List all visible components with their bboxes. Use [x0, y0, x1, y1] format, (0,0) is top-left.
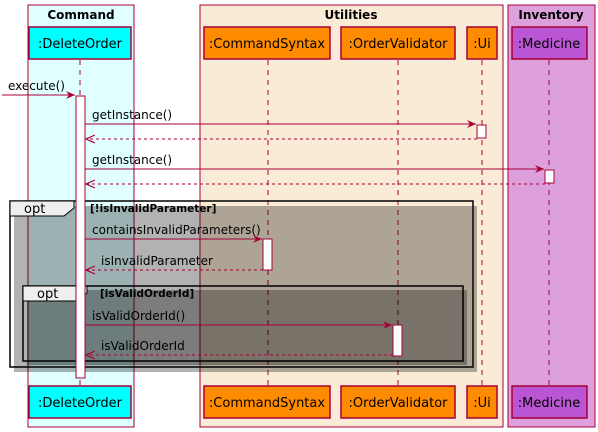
participant-ordervalidator-footer: :OrderValidator: [340, 385, 456, 419]
opt-guard: [isValidOrderId]: [100, 288, 194, 300]
participant-ordervalidator: :OrderValidator: [340, 26, 456, 60]
participant-commandsyntax-footer: :CommandSyntax: [203, 385, 331, 419]
message-label: getInstance(): [92, 108, 172, 122]
message-label: isValidOrderId(): [92, 309, 185, 323]
message-return-isvalidorderid: isValidOrderId: [86, 339, 393, 355]
opt-operator: opt: [24, 202, 45, 217]
activation-medicine: [544, 169, 555, 184]
participant-label: :CommandSyntax: [209, 396, 325, 411]
participant-deleteorder-footer: :DeleteOrder: [28, 385, 132, 419]
message-label: containsInvalidParameters(): [92, 223, 261, 237]
message-return-isinvalidparameter: isInvalidParameter: [86, 254, 263, 270]
participant-medicine-footer: :Medicine: [511, 385, 588, 419]
participants-bottom: :DeleteOrder :CommandSyntax :OrderValida…: [28, 385, 588, 419]
box-inventory: Inventory: [507, 4, 596, 428]
participant-commandsyntax: :CommandSyntax: [203, 26, 331, 60]
message-label: isValidOrderId: [101, 339, 185, 353]
participant-ui: :Ui: [466, 26, 498, 60]
participant-label: :Ui: [473, 37, 491, 52]
participant-label: :OrderValidator: [348, 37, 448, 52]
participant-label: :Ui: [473, 396, 491, 411]
message-containsinvalidparameters: containsInvalidParameters(): [85, 223, 262, 243]
messages: execute() getInstance() getInstance() co…: [2, 79, 545, 355]
participant-label: :CommandSyntax: [209, 37, 325, 52]
participant-deleteorder: :DeleteOrder: [28, 26, 132, 60]
message-getinstance-ui: getInstance(): [85, 108, 476, 128]
box-command-title: Command: [47, 8, 114, 22]
box-inventory-title: Inventory: [518, 8, 583, 22]
activation-ordervalidator: [392, 324, 403, 357]
message-isvalidorderid: isValidOrderId(): [85, 309, 392, 329]
message-execute: execute(): [2, 79, 75, 99]
participants-top: :DeleteOrder :CommandSyntax :OrderValida…: [28, 26, 588, 60]
message-label: execute(): [8, 79, 65, 93]
activation-commandsyntax: [262, 238, 273, 271]
activation-deleteorder: [75, 95, 86, 379]
activations: [75, 95, 555, 379]
message-getinstance-medicine: getInstance(): [85, 153, 544, 173]
participant-label: :DeleteOrder: [38, 37, 123, 52]
participant-ui-footer: :Ui: [466, 385, 498, 419]
activation-ui: [476, 124, 487, 139]
opt-operator: opt: [37, 287, 58, 302]
message-label: isInvalidParameter: [101, 254, 213, 268]
box-utilities: Utilities: [199, 4, 504, 428]
participant-label: :DeleteOrder: [38, 396, 123, 411]
participant-label: :OrderValidator: [348, 396, 448, 411]
message-label: getInstance(): [92, 153, 172, 167]
participant-label: :Medicine: [518, 37, 580, 52]
participant-label: :Medicine: [518, 396, 580, 411]
participant-medicine: :Medicine: [511, 26, 588, 60]
box-utilities-title: Utilities: [325, 8, 378, 22]
opt-guard: [!isInvalidParameter]: [90, 203, 216, 215]
